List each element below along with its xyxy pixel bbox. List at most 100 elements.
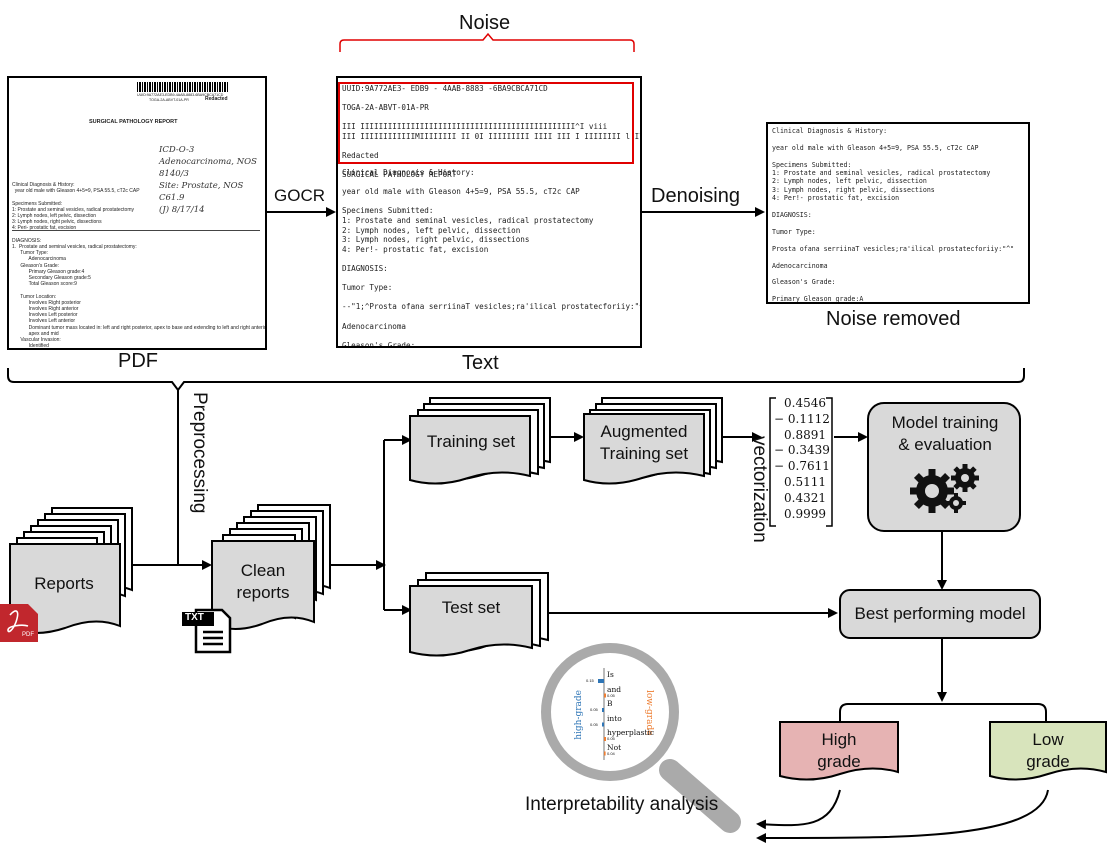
augmented-line: Training set bbox=[599, 444, 689, 463]
ocr-line: 4: Per!- prostatic fat, excision bbox=[342, 244, 489, 254]
interpretability-bars bbox=[598, 679, 606, 756]
low-grade-axis-label: low-grade bbox=[644, 690, 654, 736]
clean-line: Clinical Diagnosis & History: bbox=[772, 127, 888, 135]
noise-line bbox=[342, 113, 640, 123]
clean-line: Adenocarcinoma bbox=[772, 261, 828, 270]
outcome-brace bbox=[839, 703, 1047, 722]
interpretability-bar bbox=[602, 722, 604, 727]
clean-body-text: Clinical Diagnosis & History: year old m… bbox=[772, 127, 1015, 302]
ocr-line bbox=[342, 293, 640, 303]
pdf-line: Involves Right posterior bbox=[12, 299, 81, 306]
ocr-line: 1: Prostate and seminal vesicles, radica… bbox=[342, 215, 594, 225]
interpretability-value: 0.05 bbox=[590, 721, 598, 727]
ocr-line: Tumor Type: bbox=[342, 283, 393, 293]
pdf-divider bbox=[12, 230, 260, 231]
clean-reports-line: reports bbox=[236, 583, 290, 602]
noise-line: SURGICAL PATHOLOGY REPORT bbox=[342, 170, 457, 180]
clean-reports-label: Clean reports bbox=[214, 560, 312, 604]
vector-value: − 0.7611 bbox=[774, 459, 830, 474]
ocr-line bbox=[342, 312, 640, 322]
test-set-label: Test set bbox=[441, 598, 501, 617]
interpretability-word: B bbox=[607, 699, 613, 708]
ocr-line: 3: Lymph nodes, right pelvic, dissection… bbox=[342, 235, 530, 245]
vector-value: − 0.1112 bbox=[774, 411, 830, 426]
noise-line: Redacted bbox=[342, 151, 379, 161]
model-training-label: Model training & evaluation bbox=[870, 412, 1020, 456]
clean-line: 2: Lymph nodes, left pelvic, dissection bbox=[772, 177, 927, 186]
gears-icon bbox=[910, 464, 979, 513]
clean-line: year old male with Gleason 4+5=9, PSA 55… bbox=[772, 143, 979, 152]
low-grade-doc bbox=[989, 721, 1107, 781]
grouping-brace bbox=[7, 368, 1025, 392]
pdf-line: Dominant tumor mass located in: left and… bbox=[12, 324, 267, 331]
interpretability-bar bbox=[602, 708, 604, 712]
ocr-line: year old male with Gleason 4+5=9, PSA 55… bbox=[342, 187, 580, 197]
low-grade-label: Low grade bbox=[992, 729, 1104, 773]
clean-line bbox=[772, 253, 1014, 261]
redacted-mark: Redacted bbox=[205, 96, 228, 102]
pdf-line: 1: Prostate and seminal vesicles, radica… bbox=[12, 206, 134, 213]
model-training-box bbox=[867, 402, 1021, 532]
barcode-sub: TOGA-2A-ABVT-01A-PR bbox=[149, 98, 189, 102]
vector-value: 0.9999 bbox=[784, 506, 826, 521]
interpretability-bar bbox=[598, 679, 604, 683]
augmented-stack bbox=[583, 397, 723, 485]
pdf-line: Primary Gleason grade:4 bbox=[12, 268, 85, 275]
vector-value: 0.4546 bbox=[784, 396, 826, 410]
noise-line: III IIIIIIIIIIIIIIIIIIIIIIIIIIIIIIIIIIII… bbox=[342, 122, 608, 132]
pdf-line: 1. Prostate and seminal vesicles, radica… bbox=[12, 244, 137, 251]
preprocessing-label: Preprocessing bbox=[189, 392, 210, 514]
handwriting-line: ICD-O-3 bbox=[159, 145, 195, 155]
interpretability-value: 0.05 bbox=[607, 692, 615, 698]
pdf-line: Vascular Invasion: bbox=[12, 337, 61, 344]
high-grade-label: High grade bbox=[782, 729, 896, 773]
interpretability-word: into bbox=[607, 713, 622, 723]
noise-line: III IIIIIIIIIIIIMIIIIIIII II 0I IIIIIIII… bbox=[342, 131, 640, 141]
clean-line: Gleason's Grade: bbox=[772, 278, 836, 287]
high-grade-doc bbox=[779, 721, 899, 781]
reports-label: Reports bbox=[34, 574, 94, 593]
pdf-line: 3: Lymph nodes, right pelvic, dissection… bbox=[12, 219, 102, 226]
noise-line bbox=[342, 142, 640, 152]
ocr-line bbox=[342, 331, 640, 341]
interpretability-value: 0.05 bbox=[590, 707, 598, 712]
ocr-body-text: Clinical Diagnosis & History: year old m… bbox=[342, 168, 640, 348]
pdf-file-icon bbox=[0, 604, 38, 642]
barcode bbox=[137, 82, 229, 92]
pdf-line: Specimens Submitted: bbox=[12, 200, 63, 207]
pdf-line: Total Gleason score:9 bbox=[12, 281, 77, 288]
pdf-line: 2: Lymph nodes, left pelvic, dissection bbox=[12, 213, 97, 220]
noise-line bbox=[342, 94, 640, 104]
clean-line: 4: Per!- prostatic fat, excision bbox=[772, 194, 900, 203]
pdf-line: Tumor Location: bbox=[12, 293, 57, 300]
interpretability-bar bbox=[604, 751, 606, 756]
pdf-line: Adenocarcinoma bbox=[12, 256, 66, 263]
pdf-report-title: SURGICAL PATHOLOGY REPORT bbox=[89, 119, 178, 125]
ocr-line: Gleason's Grade: bbox=[342, 340, 416, 348]
vector-right-bracket bbox=[826, 397, 833, 527]
low-grade-line: Low bbox=[1032, 730, 1064, 749]
model-training-line: & evaluation bbox=[898, 435, 992, 454]
text-label: Text bbox=[462, 352, 499, 374]
clean-line: Prosta ofana serriinaT vesicles;ra'ilica… bbox=[772, 244, 1015, 253]
interpretability-label: Interpretability analysis bbox=[525, 794, 719, 815]
interpretability-word: and bbox=[607, 684, 622, 694]
ocr-line: Clinical Diagnosis & History: bbox=[342, 168, 475, 177]
clean-line bbox=[772, 287, 1014, 295]
pdf-line: Involves Left anterior bbox=[12, 318, 76, 325]
noise-removed-label: Noise removed bbox=[826, 308, 961, 330]
ocr-line bbox=[342, 274, 640, 284]
magnifier-icon bbox=[541, 643, 741, 833]
reports-stack bbox=[9, 507, 133, 634]
ocr-line: 2: Lymph nodes, left pelvic, dissection bbox=[342, 225, 521, 235]
clean-line bbox=[772, 219, 1014, 227]
vector-value: 0.5111 bbox=[784, 474, 826, 489]
low-to-interp-arrow bbox=[756, 789, 1049, 844]
training-set-stack bbox=[409, 397, 551, 485]
clean-line bbox=[772, 236, 1014, 244]
high-to-interp-arrow bbox=[756, 789, 841, 830]
test-set-stack bbox=[409, 572, 549, 657]
interpretability-bar bbox=[604, 737, 606, 741]
pdf-label: PDF bbox=[118, 350, 158, 372]
clean-reports-line: Clean bbox=[240, 561, 286, 580]
